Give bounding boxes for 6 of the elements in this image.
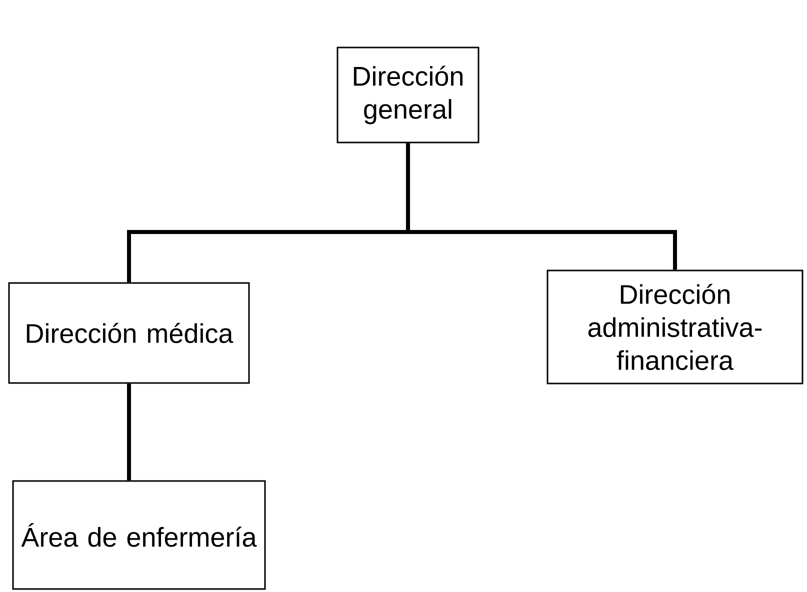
- connector-line: [127, 384, 131, 480]
- org-box: Área de enfermería: [12, 480, 266, 590]
- org-box: Dirección general: [336, 46, 480, 144]
- org-box: Dirección administrativa-financiera: [546, 270, 804, 384]
- connector-line: [406, 143, 677, 270]
- org-box: Dirección médica: [8, 282, 250, 384]
